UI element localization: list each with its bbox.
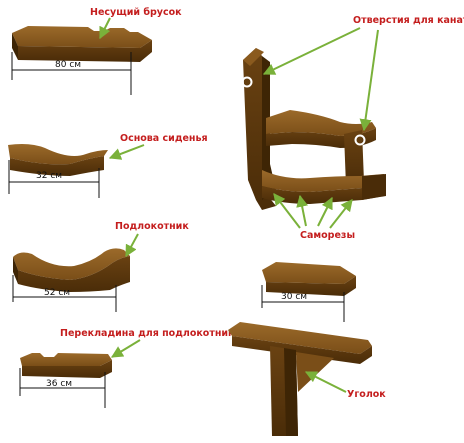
frame-seat-side: [262, 184, 384, 204]
crossbar-label: Перекладина для подлокотника: [60, 328, 241, 339]
beam-part: [12, 26, 152, 62]
corner-label: Уголок: [347, 389, 386, 400]
beam-label: Несущий брусок: [90, 7, 182, 18]
rope-holes-label: Отверстия для каната: [353, 15, 464, 26]
t-post-part: [228, 322, 372, 436]
seat-base-arrow: [108, 144, 145, 160]
armrest-top: [13, 248, 130, 280]
t-post-bracket: [296, 352, 334, 392]
seat-base-dimension: 32 см: [8, 160, 100, 198]
screw-arrow-4: [329, 199, 353, 229]
seat-base-top: [8, 144, 108, 165]
assembled-frame: [241, 48, 386, 210]
armrest-end: [13, 257, 18, 284]
rope-hole-arrow-2: [359, 29, 379, 132]
frame-post-top: [243, 48, 264, 66]
beam-length-label: 80 см: [55, 60, 81, 70]
beam-arrow: [99, 17, 111, 40]
rope-hole-front: [354, 134, 366, 146]
beam-dimension: 80 см: [11, 52, 132, 95]
t-post-vertical-face: [284, 348, 298, 436]
crossbar-arrow: [110, 339, 141, 358]
small-block-side: [266, 276, 356, 296]
small-block-part: [262, 262, 356, 296]
frame-post: [243, 48, 276, 210]
frame-armrest: [266, 110, 376, 136]
crossbar-side: [22, 360, 112, 378]
t-post-topbar: [228, 322, 372, 354]
beam-end: [12, 33, 18, 60]
small-block-dimension: 30 см: [261, 285, 345, 322]
screws-label: Саморезы: [300, 230, 355, 241]
crossbar-top: [20, 353, 112, 366]
armrest-arrow: [125, 233, 139, 258]
armrest-dimension: 52 см: [12, 275, 117, 312]
seat-base-length-label: 32 см: [36, 171, 62, 181]
screw-arrow-1: [273, 193, 301, 229]
armrest-label: Подлокотник: [115, 221, 189, 232]
beam-side: [18, 40, 152, 62]
armrest-part: [13, 248, 130, 292]
small-block-top: [262, 262, 356, 284]
crossbar-length-label: 36 см: [46, 379, 72, 389]
corner-arrow: [304, 371, 347, 393]
armrest-side: [18, 256, 130, 292]
t-post-topbar-side: [232, 336, 372, 364]
beam-top: [12, 26, 152, 48]
seat-base-side: [10, 156, 104, 176]
seat-base-label: Основа сиденья: [120, 133, 208, 144]
rope-hole-top: [241, 76, 253, 88]
seat-base-part: [8, 144, 108, 176]
crossbar-dimension: 36 см: [19, 368, 106, 408]
armrest-length-label: 52 см: [44, 288, 70, 298]
screw-arrow-3: [317, 196, 333, 227]
rope-hole-arrow-1: [262, 27, 361, 75]
frame-seat: [262, 170, 384, 192]
frame-seat-end: [362, 174, 386, 200]
crossbar-part: [20, 353, 112, 378]
screw-arrow-2: [296, 194, 309, 227]
small-block-length-label: 30 см: [281, 292, 307, 302]
